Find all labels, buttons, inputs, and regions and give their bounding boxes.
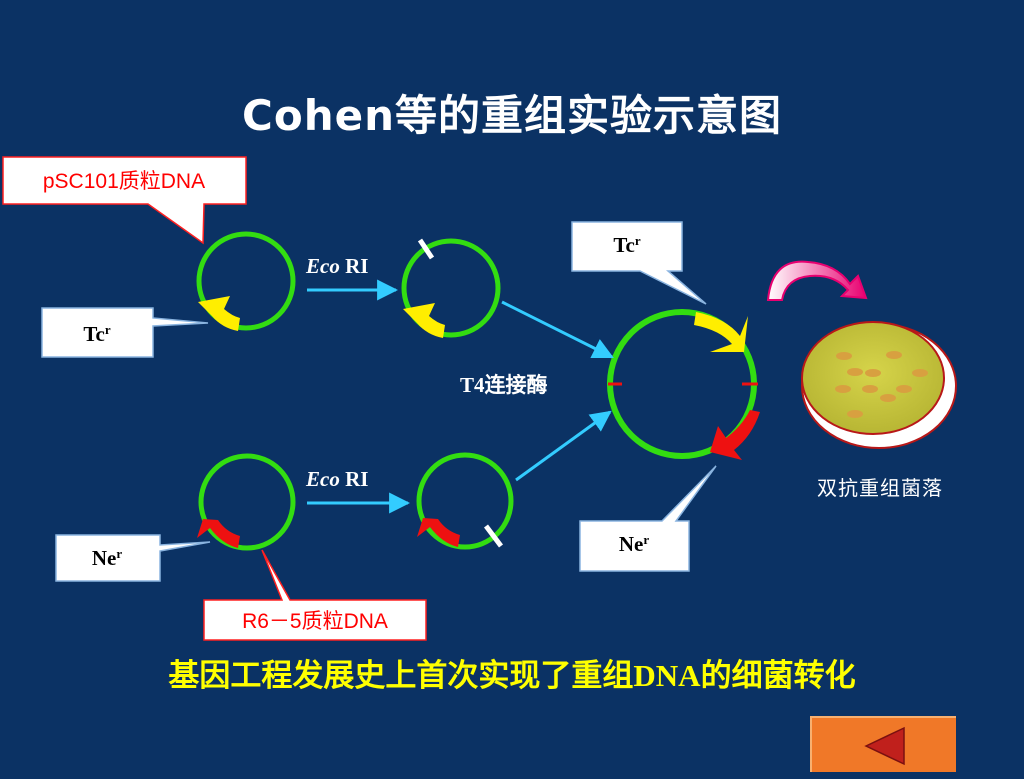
back-button[interactable] [810, 716, 956, 772]
resistance-sup-tc-right: r [635, 233, 641, 248]
plasmid-psc101-cut [401, 238, 501, 338]
triangle-left-icon [864, 726, 905, 766]
process-arrows [307, 279, 614, 514]
ne-gene-arrow [417, 518, 460, 547]
ligation-arrow-bottom [515, 410, 612, 482]
cut-site-mark [417, 238, 435, 260]
colony [865, 369, 881, 377]
tc-label-right: Tc [613, 233, 634, 257]
svg-text:Ner: Ner [619, 532, 650, 557]
page-title: Cohen等的重组实验示意图 [242, 91, 782, 140]
colony [896, 385, 912, 393]
dish-medium [801, 321, 945, 435]
ecori-label-top: Eco RI [305, 254, 368, 278]
ne-callout-left: Ner [55, 534, 211, 582]
resistance-sup-ne-left: r [116, 546, 122, 561]
tc-callout-left: Tcr [41, 307, 209, 358]
plasmid-ring [416, 452, 514, 550]
colony [847, 368, 863, 376]
plasmid-ring [198, 453, 296, 551]
psc101-callout: pSC101质粒DNA [2, 156, 247, 245]
tc-gene-arrow [403, 303, 445, 338]
colony-label: 双抗重组菌落 [817, 476, 943, 500]
colony [862, 385, 878, 393]
ne-label-right: Ne [619, 532, 644, 556]
colony [880, 394, 896, 402]
plasmid-psc101 [196, 231, 296, 331]
footer-suffix: 的细菌转化 [700, 658, 856, 694]
r6-5-callout: R6－5质粒DNA [203, 549, 427, 641]
resistance-sup-ne-right: r [643, 532, 649, 547]
colony [847, 410, 863, 418]
psc101-label: pSC101质粒DNA [43, 170, 205, 193]
colonies [835, 351, 928, 418]
svg-text:Tcr: Tcr [83, 322, 110, 347]
footer-dna: DNA [633, 658, 701, 693]
curved-arrow-icon [766, 260, 868, 301]
ne-gene-arrow [197, 519, 240, 548]
petri-dish [801, 321, 957, 449]
svg-text:Tcr: Tcr [613, 233, 640, 258]
plasmid-r6-5-cut [416, 452, 514, 550]
ligation-arrow-top [501, 300, 614, 359]
ecori-label-bottom: Eco RI [305, 467, 368, 491]
tc-gene-arrow [198, 296, 240, 331]
plasmid-r6-5 [197, 453, 296, 551]
r6-5-label: R6－5质粒DNA [242, 610, 388, 633]
recombinant-plasmid [607, 309, 760, 460]
colony [886, 351, 902, 359]
svg-text:Ner: Ner [92, 546, 123, 571]
colony [912, 369, 928, 377]
ne-label-left: Ne [92, 546, 117, 570]
tc-label-left: Tc [83, 322, 104, 346]
footer-prefix: 基因工程发展史上首次实现了重组 [168, 658, 634, 694]
plasmid-ring [196, 231, 296, 331]
cut-site-mark [484, 524, 503, 548]
colony [836, 352, 852, 360]
plasmid-ring [401, 238, 501, 338]
ne-callout-right: Ner [579, 465, 717, 572]
colony [835, 385, 851, 393]
tc-gene-arrow [694, 312, 748, 352]
resistance-sup-tc-left: r [105, 322, 111, 337]
footer-caption: 基因工程发展史上首次实现了重组DNA的细菌转化 [0, 650, 1024, 695]
t4-ligase-label: T4连接酶 [460, 373, 548, 397]
tc-callout-right: Tcr [571, 221, 707, 305]
ne-gene-arrow [710, 410, 760, 460]
